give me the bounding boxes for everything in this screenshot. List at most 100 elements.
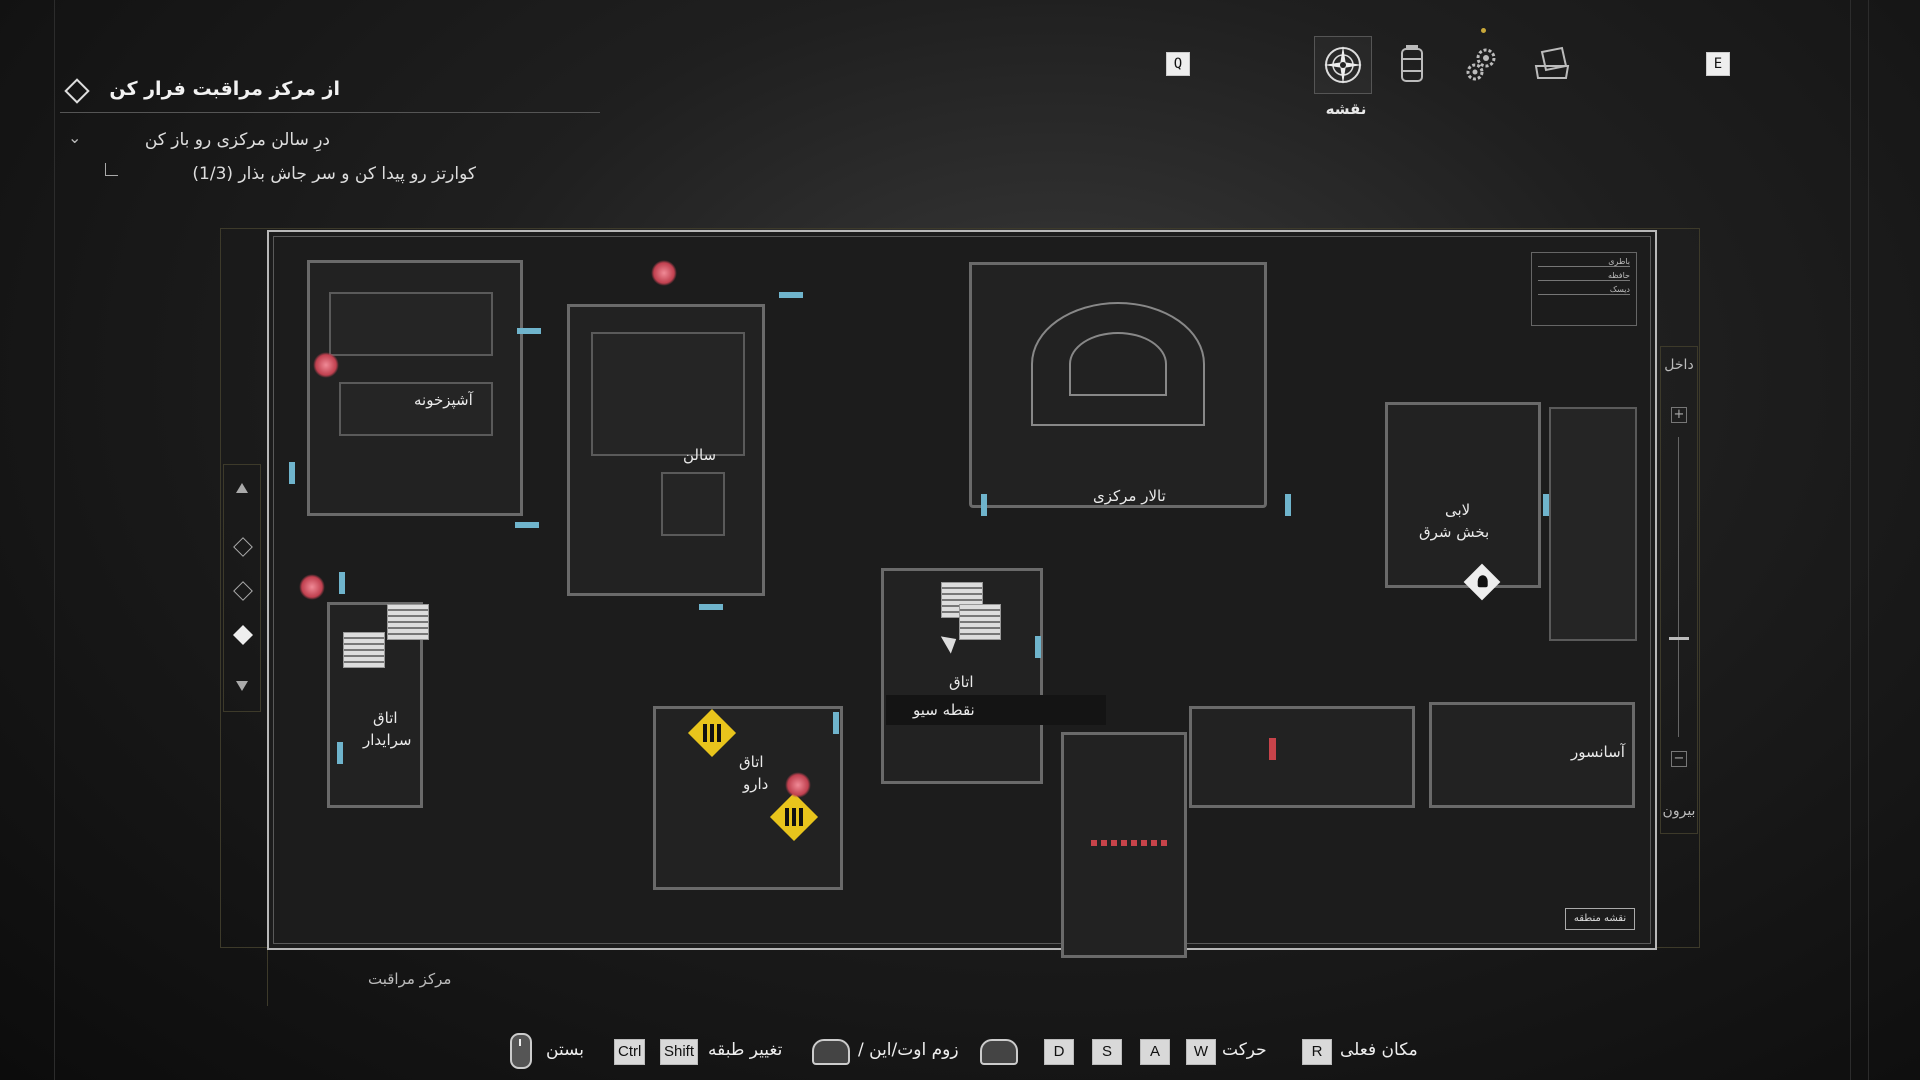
zoom-inside-label: داخل xyxy=(1664,357,1694,373)
herb-icon[interactable] xyxy=(785,772,811,798)
zoom-track xyxy=(1678,437,1679,737)
herb-icon[interactable] xyxy=(299,574,325,600)
floor-down-arrow-icon[interactable] xyxy=(236,681,248,691)
room-elevator[interactable] xyxy=(1429,702,1635,808)
room-detail xyxy=(661,472,725,536)
room-label-caretaker-1: اتاق xyxy=(373,709,398,727)
map-door xyxy=(339,572,345,594)
a-key: A xyxy=(1140,1039,1170,1065)
r-key: R xyxy=(1302,1039,1332,1065)
tab-inventory[interactable] xyxy=(1384,36,1440,92)
typewriter-icon[interactable] xyxy=(959,604,1001,640)
locked-door xyxy=(1269,738,1276,760)
room-label-drug-2: دارو xyxy=(743,775,769,793)
d-key: D xyxy=(1044,1039,1074,1065)
room-label-elevator: آسانسور xyxy=(1571,743,1625,761)
tab-settings[interactable] xyxy=(1454,36,1510,92)
tab-map-label: نقشه xyxy=(1325,100,1367,118)
zoom-panel: داخل + − بیرون xyxy=(1660,346,1698,834)
map-door xyxy=(517,328,541,334)
objective-diamond-icon xyxy=(64,78,90,104)
room-label-save-2: نقطه سیو xyxy=(913,701,975,719)
room-detail xyxy=(329,292,493,356)
red-shutter xyxy=(1091,840,1167,846)
inventory-can-icon xyxy=(1401,45,1423,82)
gears-settings-icon xyxy=(1466,48,1496,81)
bg-line xyxy=(1850,0,1851,1080)
zoom-hint[interactable]: زوم اوت/این / xyxy=(858,1040,959,1060)
w-key: W xyxy=(1186,1039,1216,1065)
next-tab-key[interactable]: E xyxy=(1706,52,1730,76)
room-label-kitchen: آشپزخونه xyxy=(414,391,473,409)
floor-button-current[interactable] xyxy=(233,625,253,645)
room-detail xyxy=(591,332,745,456)
staircase xyxy=(1069,332,1167,396)
room-label-east-lobby-2: بخش شرق xyxy=(1419,523,1490,541)
tab-files[interactable] xyxy=(1524,36,1580,92)
s-key: S xyxy=(1092,1039,1122,1065)
zoom-outside-label: بیرون xyxy=(1662,803,1696,819)
room-label-hall: سالن xyxy=(683,446,717,464)
bg-line xyxy=(1868,0,1869,1080)
map-door xyxy=(1285,494,1291,516)
map-view[interactable]: آشپزخونه سالن تالار مرکزی لابی بخش شرق ب… xyxy=(267,230,1657,958)
area-name: مرکز مراقبت xyxy=(368,970,452,988)
files-tray-icon xyxy=(1534,46,1570,79)
objective-divider xyxy=(60,112,600,113)
map-door xyxy=(981,494,987,516)
zoom-handle[interactable] xyxy=(1669,637,1689,640)
scroll-wheel-icon xyxy=(980,1039,1018,1065)
objective-title: از مرکز مراقبت فرار کن xyxy=(109,78,340,100)
change-floor-hint[interactable]: تغییر طبقه xyxy=(708,1040,783,1060)
room-south-east xyxy=(1189,706,1415,808)
move-hint: حرکت xyxy=(1222,1040,1267,1060)
room-drug[interactable] xyxy=(653,706,843,890)
map-door xyxy=(1035,636,1041,658)
room-label-caretaker-2: سرایدار xyxy=(363,731,412,749)
room-detail xyxy=(339,382,493,436)
tab-map[interactable] xyxy=(1314,36,1372,94)
room-label-east-lobby-1: لابی xyxy=(1445,501,1471,519)
prev-tab-key[interactable]: Q xyxy=(1166,52,1190,76)
floor-button[interactable] xyxy=(233,581,253,601)
room-east-corridor xyxy=(1549,407,1637,641)
room-east-lobby[interactable] xyxy=(1385,402,1541,588)
floor-selector xyxy=(223,464,261,712)
typewriter-icon[interactable] xyxy=(343,632,385,668)
typewriter-icon[interactable] xyxy=(387,604,429,640)
area-map-button[interactable]: نقشه منطقه xyxy=(1565,908,1635,930)
scroll-wheel-icon xyxy=(812,1039,850,1065)
tree-branch-icon xyxy=(105,163,118,176)
zoom-out-button[interactable]: − xyxy=(1671,751,1687,767)
close-hint[interactable]: بستن xyxy=(546,1040,584,1060)
mouse-icon xyxy=(510,1033,532,1069)
ctrl-key: Ctrl xyxy=(614,1039,646,1065)
floor-button[interactable] xyxy=(233,537,253,557)
objective-step: کوارتز رو پیدا کن و سر جاش بذار (1/3) xyxy=(192,164,476,184)
map-door xyxy=(337,742,343,764)
map-door xyxy=(833,712,839,734)
map-door xyxy=(699,604,723,610)
staircase xyxy=(1031,302,1205,426)
room-label-drug-1: اتاق xyxy=(739,753,764,771)
objective-subtask: درِ سالن مرکزی رو باز کن xyxy=(144,130,330,150)
compass-map-icon xyxy=(1324,46,1362,84)
map-door xyxy=(289,462,295,484)
herb-icon[interactable] xyxy=(651,260,677,286)
map-door xyxy=(515,522,539,528)
room-label-central-hall: تالار مرکزی xyxy=(1093,487,1166,505)
area-name-divider xyxy=(267,950,268,1006)
zoom-in-button[interactable]: + xyxy=(1671,407,1687,423)
shift-key: Shift xyxy=(660,1039,699,1065)
chevron-down-icon[interactable]: ⌄ xyxy=(68,128,82,147)
legend-item: دیسک xyxy=(1538,285,1630,295)
floor-up-arrow-icon[interactable] xyxy=(236,483,248,493)
legend-item: حافظه xyxy=(1538,271,1630,281)
map-door xyxy=(1543,494,1549,516)
map-door xyxy=(779,292,803,298)
bg-line xyxy=(54,0,55,1080)
herb-icon[interactable] xyxy=(313,352,339,378)
current-location-hint[interactable]: مکان فعلی xyxy=(1340,1040,1418,1060)
notification-dot xyxy=(1481,28,1486,33)
